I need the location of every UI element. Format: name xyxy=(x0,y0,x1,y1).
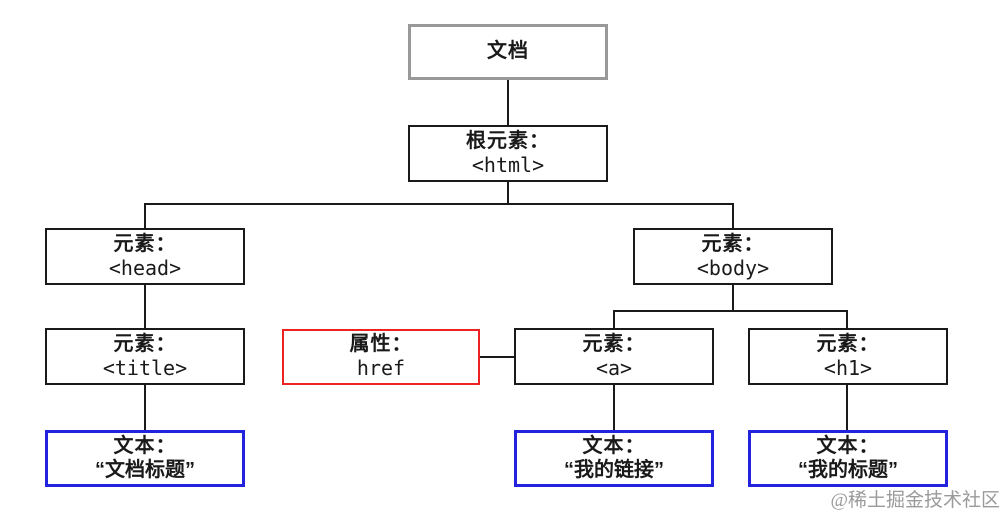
node-element-a-tag: <a> xyxy=(595,355,633,380)
connector-drop-body xyxy=(732,203,734,228)
node-element-head-tag: <head> xyxy=(108,255,182,280)
node-document-label: 文档 xyxy=(487,40,529,63)
node-text-my-heading: 文本： “我的标题” xyxy=(748,430,948,487)
connector-title-text xyxy=(144,385,146,430)
node-element-head-label: 元素： xyxy=(113,232,177,255)
node-text-my-link: 文本： “我的链接” xyxy=(514,430,714,487)
connector-body-children xyxy=(613,310,848,312)
node-element-title-label: 元素： xyxy=(113,332,177,355)
node-root-html: 根元素： <html> xyxy=(408,125,608,182)
node-element-body: 元素： <body> xyxy=(633,228,833,285)
node-element-body-label: 元素： xyxy=(701,232,765,255)
node-element-a-label: 元素： xyxy=(582,332,646,355)
node-text-document-title: 文本： “文档标题” xyxy=(45,430,245,487)
connector-document-html xyxy=(507,80,509,125)
node-element-h1-label: 元素： xyxy=(816,332,880,355)
connector-head-title xyxy=(144,285,146,328)
node-element-title: 元素： <title> xyxy=(45,328,245,385)
connector-drop-h1 xyxy=(846,310,848,328)
node-attribute-href-value: href xyxy=(356,356,406,380)
node-attribute-href: 属性： href xyxy=(282,329,480,385)
connector-h1-text xyxy=(846,385,848,430)
node-element-h1-tag: <h1> xyxy=(823,355,873,380)
connector-attr-a xyxy=(478,356,514,358)
connector-html-children xyxy=(144,203,734,205)
watermark-juejin-community: @稀土掘金技术社区 xyxy=(830,490,1001,511)
node-attribute-href-label: 属性： xyxy=(349,333,413,356)
node-element-head: 元素： <head> xyxy=(45,228,245,285)
node-text-document-title-label: 文本： xyxy=(113,434,177,457)
node-text-my-heading-label: 文本： xyxy=(816,434,880,457)
node-element-h1: 元素： <h1> xyxy=(748,328,948,385)
node-text-my-link-value: “我的链接” xyxy=(564,458,664,481)
node-root-html-label: 根元素： xyxy=(466,129,550,152)
node-root-html-tag: <html> xyxy=(471,152,545,177)
connector-drop-head xyxy=(144,203,146,228)
node-document: 文档 xyxy=(408,24,608,80)
node-text-document-title-value: “文档标题” xyxy=(95,458,195,481)
node-element-body-tag: <body> xyxy=(696,255,770,280)
connector-a-text xyxy=(613,385,615,430)
node-element-a: 元素： <a> xyxy=(514,328,714,385)
node-text-my-heading-value: “我的标题” xyxy=(798,458,898,481)
connector-html-stem xyxy=(507,181,509,203)
connector-drop-a xyxy=(613,310,615,328)
node-text-my-link-label: 文本： xyxy=(582,434,646,457)
node-element-title-tag: <title> xyxy=(102,355,188,380)
connector-body-stem xyxy=(732,285,734,310)
